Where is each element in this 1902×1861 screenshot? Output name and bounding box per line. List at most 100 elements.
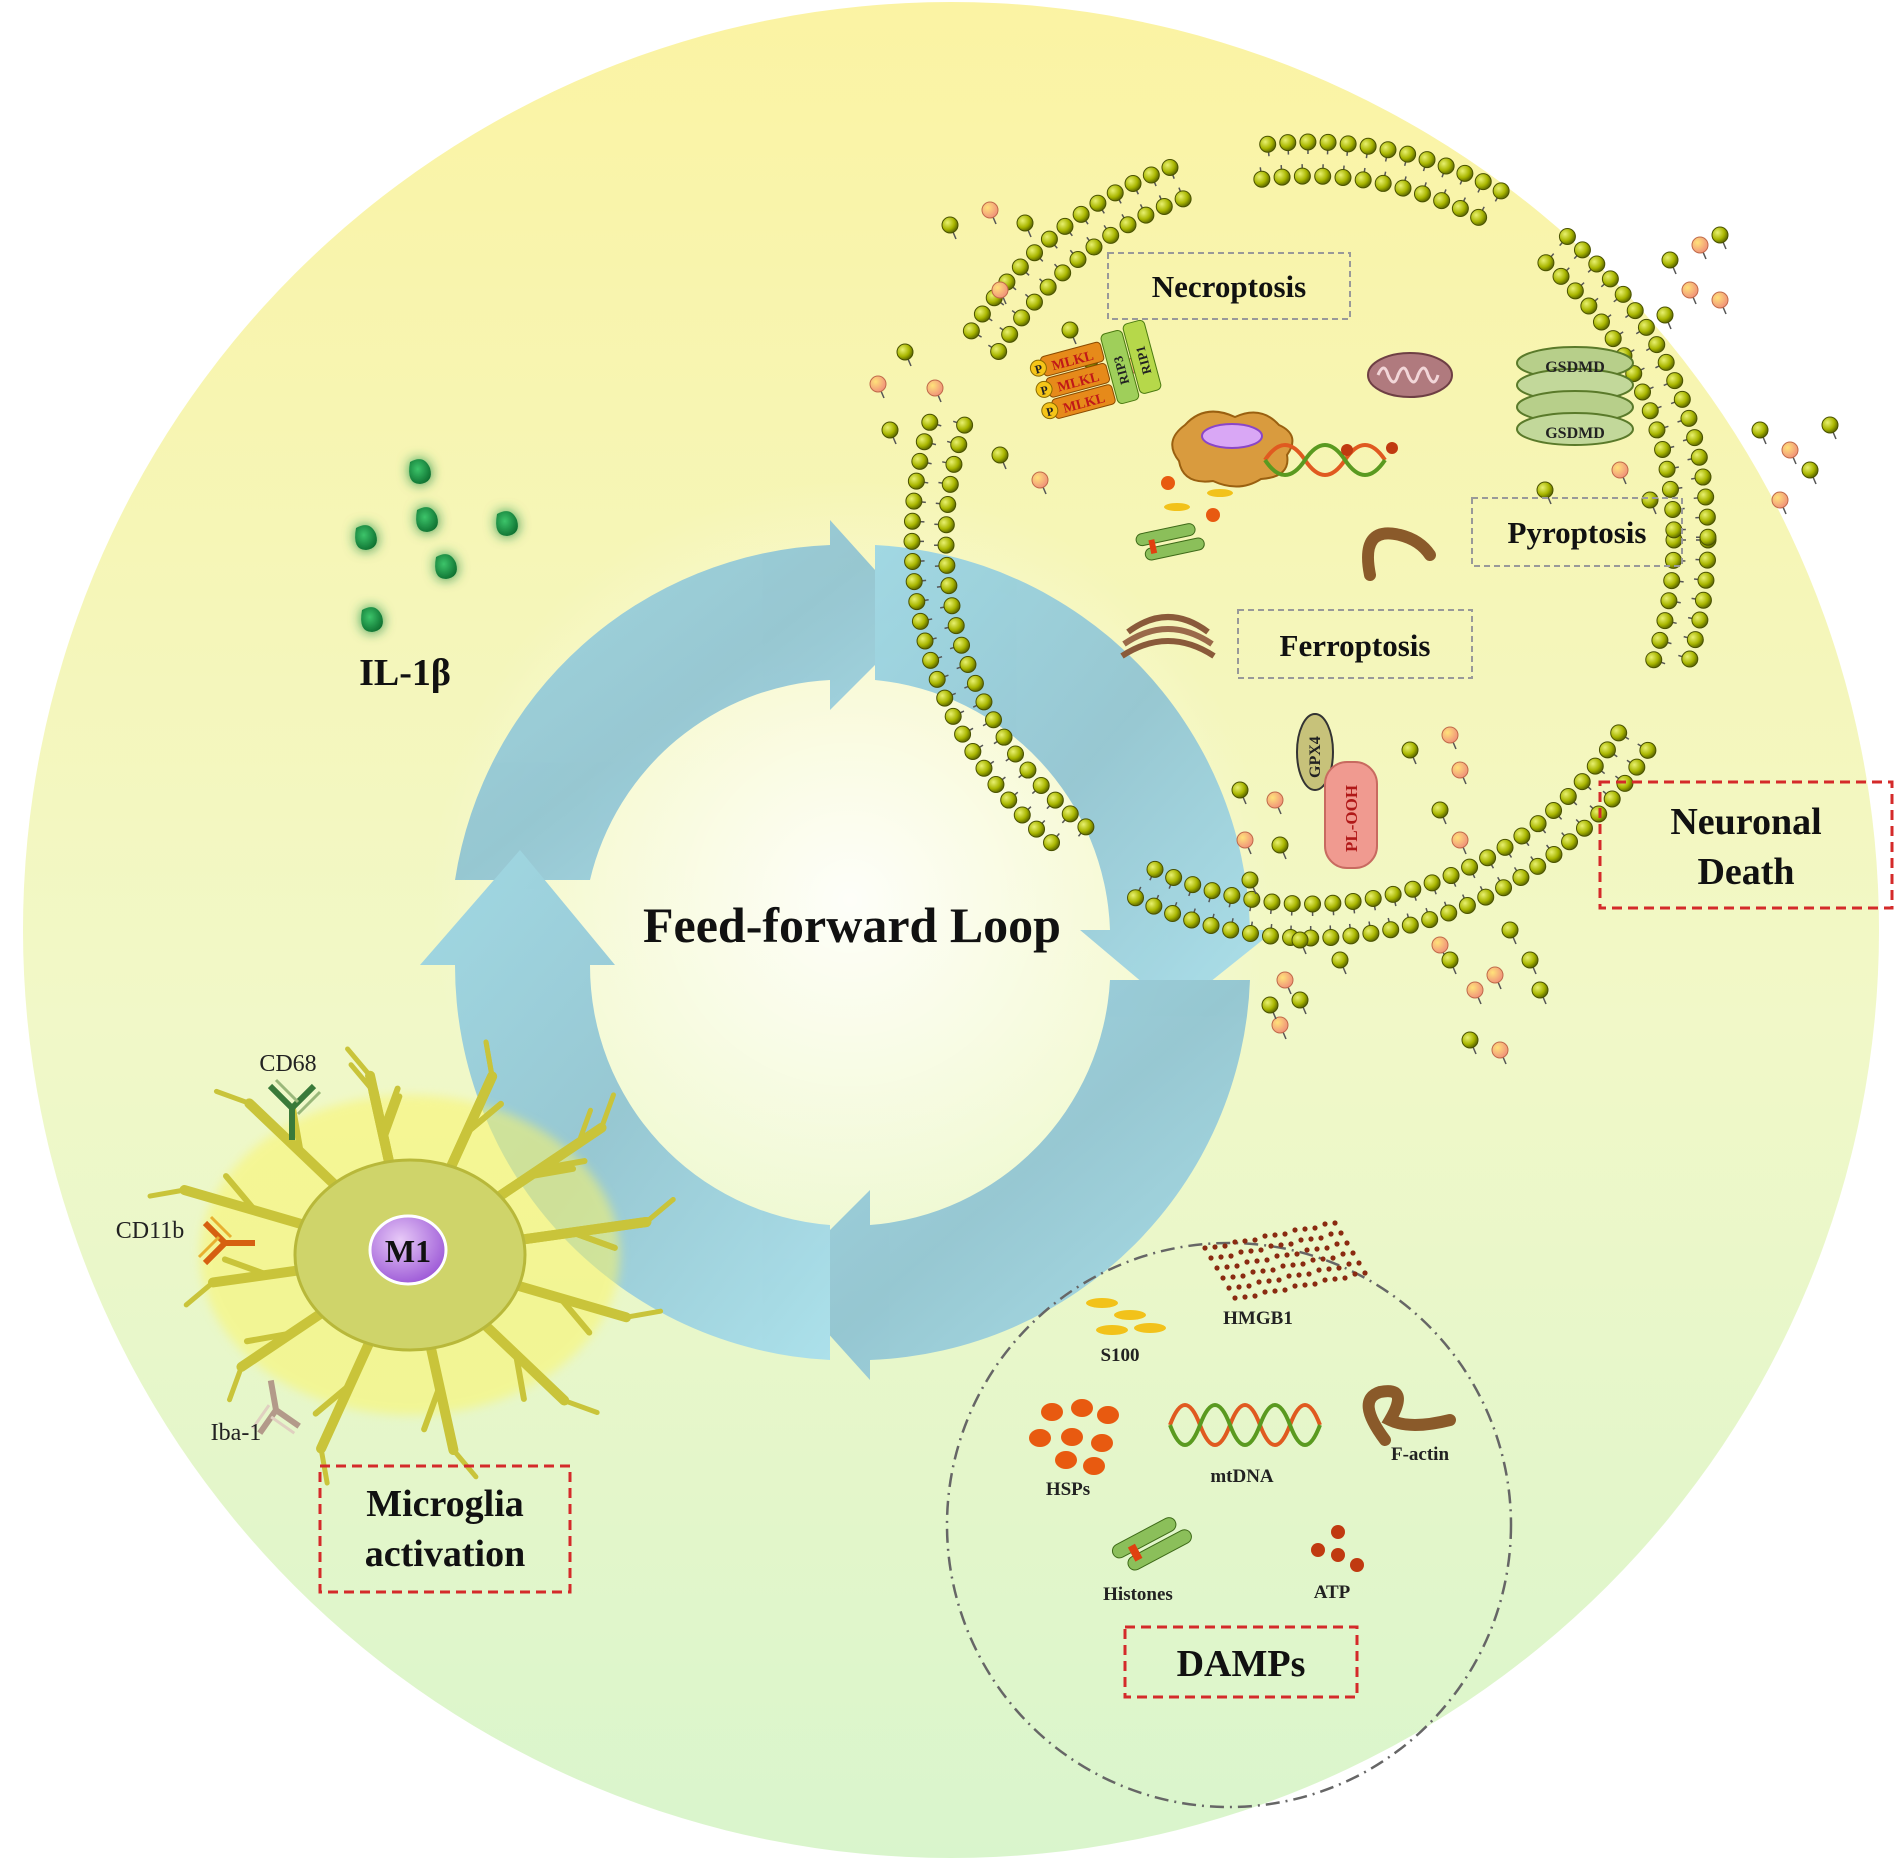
- gpx4-label: GPX4: [1307, 736, 1324, 778]
- hmgb1-dot: [1334, 1241, 1340, 1247]
- debris-head: [881, 421, 899, 439]
- hmgb1-dot: [1272, 1232, 1278, 1238]
- debris-head: [1661, 251, 1679, 269]
- histones-label: Histones: [1103, 1584, 1173, 1605]
- microglia-activation-line1: Microglia: [366, 1483, 524, 1525]
- lipid-head: [1573, 241, 1591, 259]
- hmgb1-dot: [1298, 1237, 1304, 1243]
- debris-head: [1031, 471, 1049, 489]
- microglia-twig: [525, 1165, 577, 1180]
- damps-circle: [945, 1241, 1513, 1809]
- lipid-head: [1697, 488, 1715, 506]
- hmgb1-dot: [1234, 1263, 1240, 1269]
- debris-head: [1291, 991, 1309, 1009]
- microglia-activation-box: [318, 1464, 572, 1594]
- lipid-head: [1164, 905, 1182, 923]
- lipid-head: [1106, 184, 1124, 202]
- lipid-head: [1011, 258, 1029, 276]
- s100-dot: [1207, 489, 1233, 497]
- feed-forward-arrows: [420, 520, 1275, 1380]
- lipid-head: [1304, 895, 1322, 913]
- lipid-head: [907, 472, 925, 490]
- lipid-head: [1026, 244, 1044, 262]
- lipid-head: [1119, 216, 1137, 234]
- lipid-head: [1648, 421, 1666, 439]
- microglia-twig: [599, 1092, 616, 1131]
- lipid-head: [1413, 185, 1431, 203]
- debris-head: [1451, 831, 1469, 849]
- lipid-head: [1545, 845, 1563, 863]
- cd11b-label: CD11b: [116, 1218, 184, 1244]
- lipid-head: [1362, 924, 1380, 942]
- cd68-label: CD68: [259, 1051, 316, 1077]
- lipid-head: [1657, 353, 1675, 371]
- hmgb1-dot: [1244, 1259, 1250, 1265]
- lipid-head: [1592, 313, 1610, 331]
- lipid-head: [1698, 551, 1716, 569]
- lipid-head: [1423, 874, 1441, 892]
- hmgb1-dot: [1306, 1271, 1312, 1277]
- mitochondrion-icon: [1367, 352, 1453, 398]
- debris-head: [1521, 951, 1539, 969]
- rip3-bar: [1100, 329, 1140, 404]
- lipid-head: [1598, 741, 1616, 759]
- golgi-icon: [1120, 614, 1216, 659]
- hmgb1-dot: [1332, 1276, 1338, 1282]
- lipid-head: [1442, 867, 1460, 885]
- nucleus-icon: [1171, 410, 1294, 488]
- lipid-head: [1040, 230, 1058, 248]
- lipid-head: [1007, 745, 1025, 763]
- hmgb1-dot: [1228, 1253, 1234, 1259]
- debris-head: [1771, 491, 1789, 509]
- lipid-head: [1479, 849, 1497, 867]
- lipid-head: [1604, 330, 1622, 348]
- lipid-head: [975, 759, 993, 777]
- lipid-head: [1384, 885, 1402, 903]
- lipid-head: [1072, 205, 1090, 223]
- hmgb1-dot: [1288, 1241, 1294, 1247]
- debris-head: [1441, 726, 1459, 744]
- lipid-head: [1699, 528, 1717, 546]
- lipid-head: [1077, 818, 1095, 836]
- m1-label: M1: [385, 1233, 431, 1269]
- debris-head: [1531, 981, 1549, 999]
- hmgb1-dot: [1292, 1283, 1298, 1289]
- microglia-activation-line2: activation: [365, 1533, 525, 1575]
- debris-head: [1236, 831, 1254, 849]
- hmgb1-dot: [1256, 1279, 1262, 1285]
- lipid-head: [905, 573, 923, 591]
- lipid-head: [1124, 175, 1142, 193]
- lipid-head: [1418, 151, 1436, 169]
- lipid-head: [1085, 238, 1103, 256]
- lipid-head: [937, 536, 955, 554]
- lipid-head: [1019, 761, 1037, 779]
- lipid-head: [1028, 820, 1046, 838]
- lipid-head: [911, 452, 929, 470]
- il1b-particle: [435, 554, 457, 579]
- lipid-head: [1561, 833, 1579, 851]
- hmgb1-dot: [1320, 1256, 1326, 1262]
- lipid-head: [1645, 651, 1663, 669]
- hmgb1-dot: [1224, 1264, 1230, 1270]
- lipid-head: [966, 674, 984, 692]
- lipid-head: [1440, 904, 1458, 922]
- lipid-head: [903, 512, 921, 530]
- lipid-head: [1000, 791, 1018, 809]
- debris-head: [1266, 791, 1284, 809]
- lipid-head: [1663, 572, 1681, 590]
- hmgb1-dot: [1272, 1288, 1278, 1294]
- hmgb1-dot: [1322, 1221, 1328, 1227]
- lipid-head: [911, 612, 929, 630]
- lipid-head: [964, 742, 982, 760]
- hmgb1-dot: [1356, 1260, 1362, 1266]
- lipid-head: [1374, 174, 1392, 192]
- hmgb1-dot: [1226, 1285, 1232, 1291]
- lipid-head: [903, 532, 921, 550]
- hmgb1-dot: [1236, 1284, 1242, 1290]
- lipid-head: [915, 433, 933, 451]
- pyroptosis-label: Pyroptosis: [1508, 515, 1647, 550]
- lipid-head: [1552, 267, 1570, 285]
- phospho-mark: [1029, 359, 1047, 377]
- debris-head: [1781, 441, 1799, 459]
- lipid-head: [1203, 882, 1221, 900]
